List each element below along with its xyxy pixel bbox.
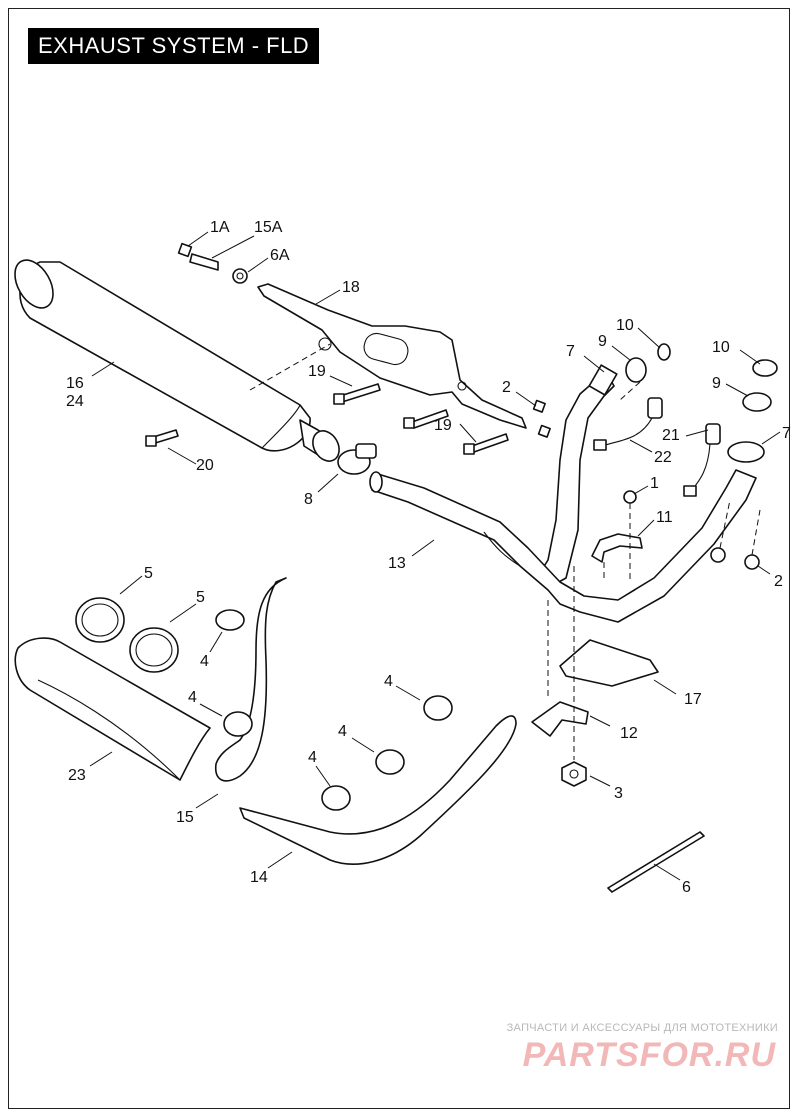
callout: 21: [662, 427, 680, 444]
muffler-bracket: [257, 283, 527, 429]
rear-header-pipe: [369, 441, 765, 623]
callout: 2: [502, 379, 511, 396]
cable-strap-6: [607, 831, 705, 893]
callout: 9: [712, 375, 721, 392]
callout: 4: [188, 689, 197, 706]
heat-shield-15: [215, 577, 287, 782]
leader-lines: [89, 231, 781, 881]
callout: 1: [650, 475, 659, 492]
nut-3: [561, 761, 587, 787]
bracket-12: [531, 701, 589, 737]
callout: 6: [682, 879, 691, 896]
o2-sensors: [593, 397, 721, 497]
callout: 7: [566, 343, 575, 360]
callout: 5: [144, 565, 153, 582]
clamp-8: [337, 443, 377, 475]
callout: 2: [774, 573, 783, 590]
callout: 4: [384, 673, 393, 690]
alignment-lines: [249, 343, 761, 760]
callout: 19: [308, 363, 326, 380]
callout: 10: [616, 317, 634, 334]
callout: 19: [434, 417, 452, 434]
hardware: [145, 242, 760, 570]
callout: 15A: [254, 219, 283, 236]
callout: 14: [250, 869, 268, 886]
callout: 23: [68, 767, 86, 784]
callout: 3: [614, 785, 623, 802]
callout: 4: [200, 653, 209, 670]
callout: 22: [654, 449, 672, 466]
heat-shield-14: [239, 715, 517, 865]
callout: 11: [656, 509, 673, 526]
callout: 6A: [270, 247, 290, 264]
callout: 24: [66, 393, 84, 410]
muffler: [14, 259, 340, 462]
callout: 20: [196, 457, 214, 474]
callout: 8: [304, 491, 313, 508]
clamps: [75, 597, 453, 811]
front-header-pipe: [537, 364, 618, 589]
callout: 9: [598, 333, 607, 350]
callout: 15: [176, 809, 194, 826]
watermark-logo: PARTSFOR.RU: [522, 1036, 776, 1074]
callout: 17: [684, 691, 702, 708]
callout: 4: [338, 723, 347, 740]
shield-clamp-11: [591, 533, 643, 563]
callout: 12: [620, 725, 638, 742]
callout-labels: 1A 15A 6A 18 16 24 19 19 20 8 2 7 9 10 1…: [66, 219, 791, 896]
callout: 5: [196, 589, 205, 606]
callout: 16: [66, 375, 84, 392]
callout: 4: [308, 749, 317, 766]
callout: 10: [712, 339, 730, 356]
heat-shield-23: [14, 637, 211, 781]
gaskets: [625, 343, 778, 412]
callout: 1A: [210, 219, 230, 236]
watermark-tagline: ЗАПЧАСТИ И АКСЕССУАРЫ ДЛЯ МОТОТЕХНИКИ: [506, 1022, 778, 1034]
diagram-title: EXHAUST SYSTEM - FLD: [28, 28, 320, 64]
callout: 7: [782, 425, 791, 442]
bracket-17: [559, 639, 659, 687]
callout: 13: [388, 555, 406, 572]
diagram-frame: [8, 8, 790, 1109]
callout: 18: [342, 279, 360, 296]
